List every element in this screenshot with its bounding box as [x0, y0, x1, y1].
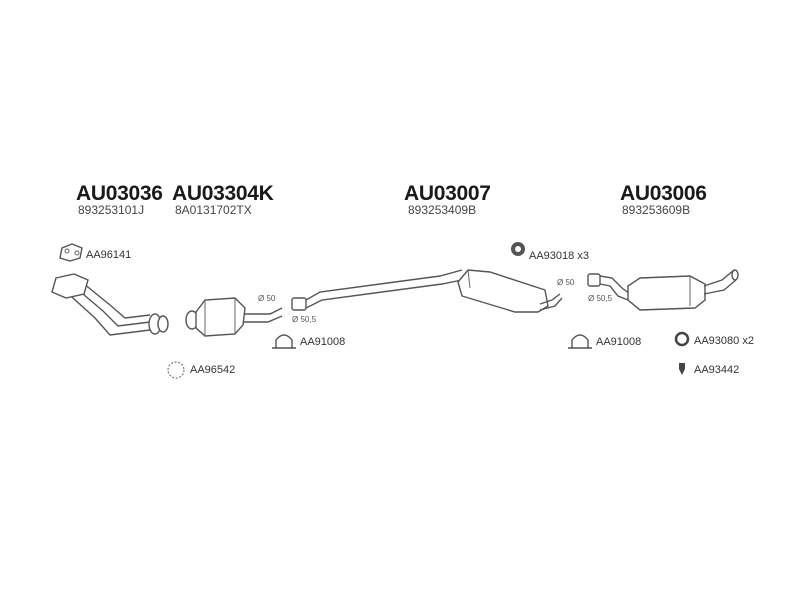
oem-number: 8A0131702TX [175, 203, 252, 217]
accessory-ref: AA93018 x3 [529, 250, 589, 262]
accessory-ref: AA91008 [300, 336, 346, 348]
rubber-mount-icon [511, 242, 525, 256]
diameter-label: Ø 50,5 [588, 294, 613, 303]
middle-silencer-drawing [291, 269, 563, 313]
oem-number: 893253101J [78, 203, 145, 217]
part-code: AU03036 [76, 182, 163, 205]
front-pipe-drawing [51, 273, 169, 336]
diameter-label: Ø 50 [258, 294, 276, 303]
part-code: AU03007 [404, 182, 491, 205]
ring-gasket-icon [167, 361, 185, 379]
oem-number: 893253609B [622, 203, 691, 217]
accessory-ref: AA93080 x2 [694, 335, 754, 347]
oem-number: 893253409B [408, 203, 477, 217]
part-code: AU03006 [620, 182, 707, 205]
mounting-ring-icon [674, 331, 690, 347]
accessory-ref: AA96141 [86, 249, 132, 261]
rear-silencer-drawing [587, 269, 739, 311]
gasket-icon [59, 243, 83, 262]
bolt-icon [679, 363, 685, 375]
accessory-ref: AA91008 [596, 336, 642, 348]
accessory-ref: AA96542 [190, 364, 236, 376]
clamp-icon [272, 334, 296, 349]
catalytic-converter-drawing [185, 297, 283, 337]
part-code: AU03304K [172, 182, 274, 205]
accessory-ref: AA93442 [694, 364, 740, 376]
clamp-icon-2 [568, 334, 592, 349]
diameter-label: Ø 50,5 [292, 315, 317, 324]
diameter-label: Ø 50 [557, 278, 575, 287]
